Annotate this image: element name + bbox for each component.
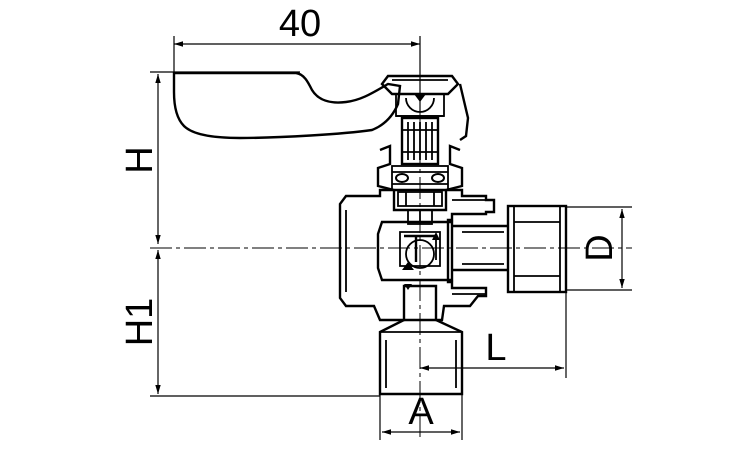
dimension-l-label: L: [485, 327, 506, 369]
side-outlet: [452, 204, 568, 294]
dimension-h-label: H: [119, 146, 161, 173]
dimension-h1: H1: [119, 250, 380, 397]
dimension-a-label: A: [408, 391, 434, 433]
dimension-a: A: [379, 391, 463, 440]
dimension-40: 40: [173, 3, 421, 95]
handle-lever: [172, 71, 402, 140]
stem-knurl: [400, 116, 440, 166]
dimension-h1-label: H1: [119, 298, 161, 347]
bottom-inlet: [378, 284, 464, 396]
dimension-l: L: [420, 292, 567, 378]
top-cap: [380, 74, 470, 141]
dimension-h: H: [119, 71, 300, 244]
dimension-40-label: 40: [279, 3, 321, 45]
valve-body: [338, 188, 496, 322]
ball-core: [376, 209, 454, 290]
